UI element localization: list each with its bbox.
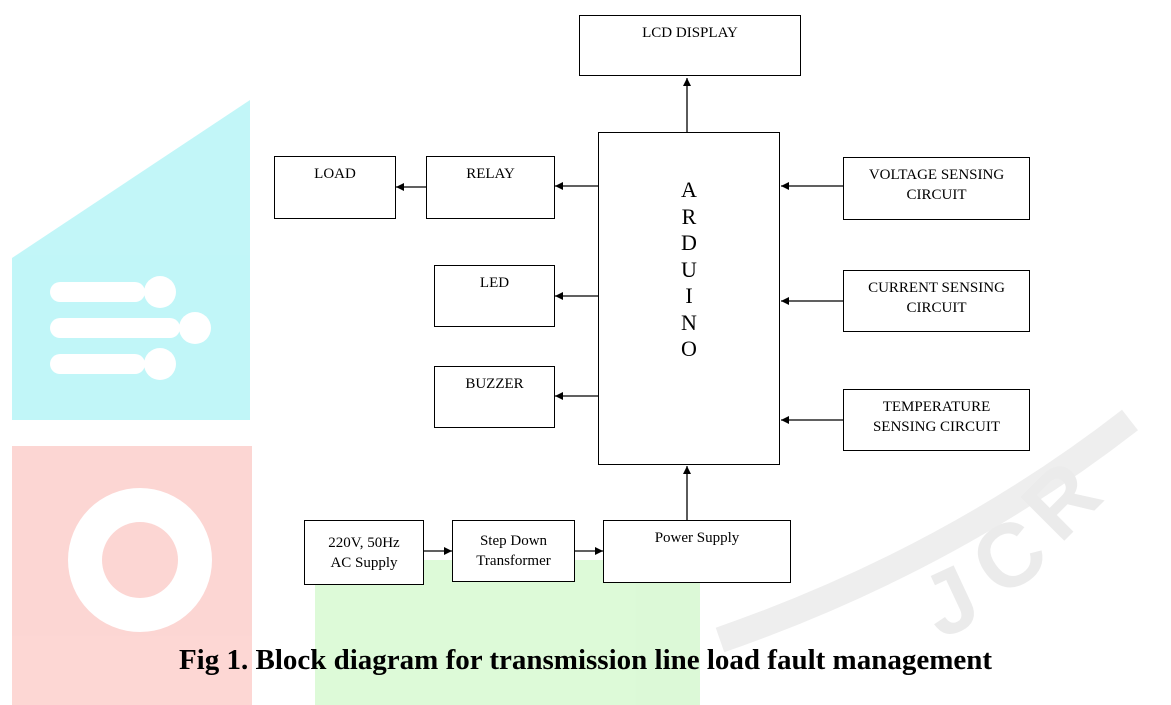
figure-caption: Fig 1. Block diagram for transmission li…	[178, 644, 993, 676]
voltage-sensing-label: VOLTAGE SENSING CIRCUIT	[868, 167, 1005, 203]
load-label: LOAD	[314, 166, 356, 182]
watermark-swoosh	[715, 409, 1138, 653]
current-sensing-label: CURRENT SENSING CIRCUIT	[868, 280, 1005, 316]
relay-box: RELAY	[426, 156, 555, 219]
step-down-transformer-label: Step Down Transformer	[476, 533, 551, 569]
lcd-display-label: LCD DISPLAY	[642, 25, 738, 41]
temperature-sensing-label: TEMPERATURE SENSING CIRCUIT	[872, 399, 1001, 435]
watermark-blue-shape	[12, 100, 250, 420]
led-label: LED	[479, 275, 510, 291]
power-supply-box: Power Supply	[603, 520, 791, 583]
ac-supply-label: 220V, 50Hz AC Supply	[328, 534, 400, 571]
current-sensing-box: CURRENT SENSING CIRCUIT	[843, 270, 1030, 332]
power-supply-label: Power Supply	[654, 530, 740, 546]
voltage-sensing-box: VOLTAGE SENSING CIRCUIT	[843, 157, 1030, 220]
led-box: LED	[434, 265, 555, 327]
lcd-display-box: LCD DISPLAY	[579, 15, 801, 76]
arduino-box: A R D U I N O	[598, 132, 780, 465]
watermark-green-shape	[315, 560, 700, 705]
watermark-red-shape	[12, 446, 252, 705]
load-box: LOAD	[274, 156, 396, 219]
arduino-label: A R D U I N O	[599, 177, 779, 363]
arduino-letter: O	[681, 336, 697, 361]
watermark-gear	[68, 488, 212, 632]
arduino-letter: D	[681, 230, 697, 255]
buzzer-box: BUZZER	[434, 366, 555, 428]
relay-label: RELAY	[466, 166, 515, 182]
step-down-transformer-box: Step Down Transformer	[452, 520, 575, 582]
arduino-letter: N	[681, 309, 697, 335]
arduino-letter: R	[681, 203, 697, 229]
ac-supply-box: 220V, 50Hz AC Supply	[304, 520, 424, 585]
temperature-sensing-box: TEMPERATURE SENSING CIRCUIT	[843, 389, 1030, 451]
buzzer-label: BUZZER	[465, 376, 524, 392]
arduino-letter: I	[685, 283, 693, 308]
arduino-letter: U	[681, 256, 697, 282]
arduino-letter: A	[681, 177, 697, 202]
